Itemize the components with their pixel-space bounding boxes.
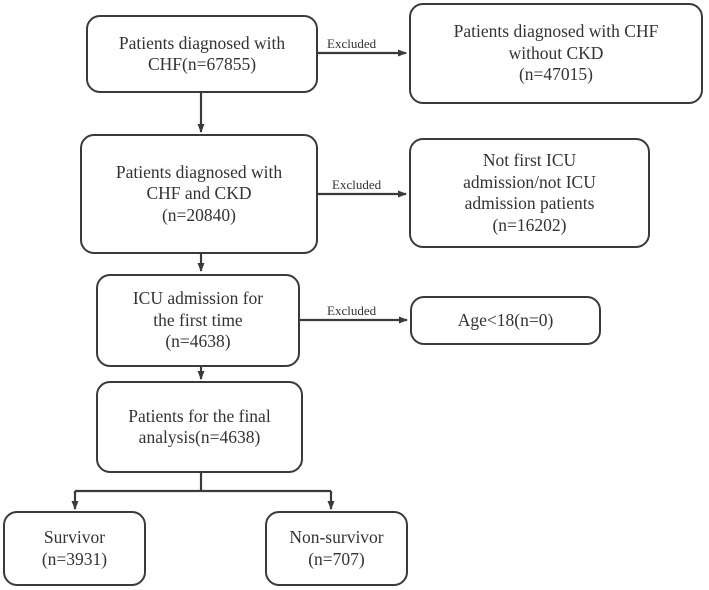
node-chf-and-ckd-line-1: Patients diagnosed with xyxy=(115,161,283,182)
node-icu-first-time-line-2: the first time xyxy=(153,309,243,330)
node-not-first-icu-line-3: admission patients xyxy=(464,193,595,213)
excluded-label-2: Excluded xyxy=(332,177,382,192)
node-chf-without-ckd: Patients diagnosed with CHF without CKD … xyxy=(409,3,703,104)
node-non-survivor: Non-survivor (n=707) xyxy=(265,511,408,586)
excluded-label-1: Excluded xyxy=(327,36,377,51)
node-chf-line-1: Patients diagnosed with xyxy=(118,32,286,53)
node-survivor-line-1: Survivor xyxy=(43,527,106,547)
node-survivor: Survivor (n=3931) xyxy=(3,511,146,586)
node-not-first-icu-line-1: Not first ICU xyxy=(482,150,577,170)
node-chf-and-ckd: Patients diagnosed with CHF and CKD (n=2… xyxy=(80,134,318,254)
excluded-label-3: Excluded xyxy=(327,303,377,318)
node-not-first-icu-line-2: admission/not ICU xyxy=(463,171,596,192)
node-age: Age<18(n=0) xyxy=(410,296,601,345)
node-chf-and-ckd-line-3: (n=20840) xyxy=(161,204,237,225)
node-chf-without-ckd-line-3: (n=47015) xyxy=(518,64,594,85)
node-icu-first-time-line-1: ICU admission for xyxy=(132,288,264,309)
node-not-first-icu-line-4: (n=16202) xyxy=(492,214,567,235)
node-chf: Patients diagnosed with CHF(n=67855) xyxy=(86,15,318,93)
node-chf-and-ckd-line-2: CHF and CKD xyxy=(146,183,252,204)
node-not-first-icu: Not first ICU admission/not ICU admissio… xyxy=(409,138,650,248)
node-icu-first-time: ICU admission for the first time (n=4638… xyxy=(96,274,300,367)
node-non-survivor-line-1: Non-survivor xyxy=(289,527,384,547)
node-final-analysis-line-1: Patients for the final xyxy=(128,405,271,426)
node-survivor-line-2: (n=3931) xyxy=(41,548,108,569)
node-non-survivor-line-2: (n=707) xyxy=(308,548,365,569)
node-age-line-1: Age<18(n=0) xyxy=(457,309,554,330)
node-final-analysis-line-2: analysis(n=4638) xyxy=(138,427,261,447)
node-final-analysis: Patients for the final analysis(n=4638) xyxy=(96,381,303,473)
node-chf-without-ckd-line-1: Patients diagnosed with CHF xyxy=(453,21,659,42)
node-icu-first-time-line-3: (n=4638) xyxy=(165,331,231,352)
node-chf-without-ckd-line-2: without CKD xyxy=(508,42,604,63)
node-chf-line-2: CHF(n=67855) xyxy=(147,54,257,74)
